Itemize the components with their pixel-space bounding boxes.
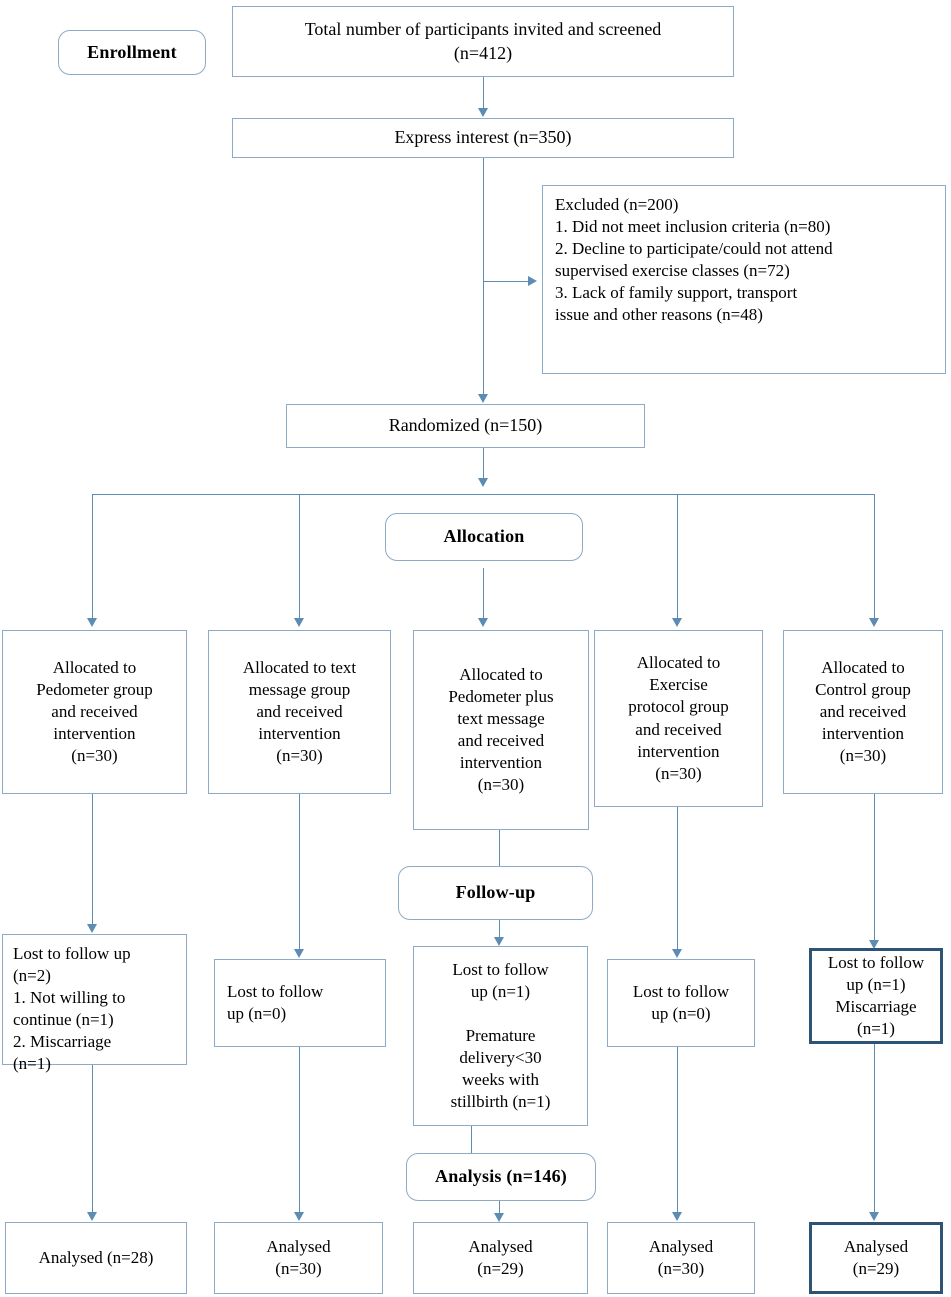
arrowhead-analysed-4 <box>672 1212 682 1221</box>
arrowhead-followup-1 <box>87 924 97 933</box>
box-followup-4: Lost to follow up (n=0) <box>607 959 755 1047</box>
arrowhead-followup-2 <box>294 949 304 958</box>
arrowhead-express-interest <box>478 108 488 117</box>
arrowhead-excluded <box>528 276 537 286</box>
arrowhead-allocation-4 <box>672 618 682 627</box>
box-screened: Total number of participants invited and… <box>232 6 734 77</box>
arrowhead-allocation-3 <box>478 618 488 627</box>
connector-fu1-to-analysed1 <box>92 1065 93 1214</box>
connector-screened-to-express <box>483 77 484 110</box>
arrowhead-analysed-2 <box>294 1212 304 1221</box>
connector-to-excluded <box>483 281 535 282</box>
box-allocation-4: Allocated to Exercise protocol group and… <box>594 630 763 807</box>
connector-drop-4 <box>677 494 678 620</box>
connector-fu3-to-analysis-label <box>471 1126 472 1154</box>
stage-label-allocation: Allocation <box>385 513 583 561</box>
arrowhead-analysed-5 <box>869 1212 879 1221</box>
box-followup-1: Lost to follow up (n=2) 1. Not willing t… <box>2 934 187 1073</box>
arrowhead-followup-3 <box>494 937 504 946</box>
box-analysed-4: Analysed (n=30) <box>607 1222 755 1294</box>
box-analysed-5: Analysed (n=29) <box>809 1222 943 1294</box>
box-allocation-5: Allocated to Control group and received … <box>783 630 943 794</box>
box-followup-3: Lost to follow up (n=1) Premature delive… <box>413 946 588 1126</box>
connector-followup-label-to-fu3 <box>499 920 500 942</box>
box-followup-5: Lost to follow up (n=1) Miscarriage (n=1… <box>809 948 943 1044</box>
arrowhead-followup-5 <box>869 940 879 949</box>
connector-drop-2 <box>299 494 300 620</box>
connector-express-to-randomized <box>483 158 484 396</box>
connector-allocation-bar <box>92 494 875 495</box>
connector-drop-1 <box>92 494 93 620</box>
box-analysed-3: Analysed (n=29) <box>413 1222 588 1294</box>
connector-drop-3 <box>483 568 484 620</box>
arrowhead-analysed-3 <box>494 1213 504 1222</box>
arrowhead-allocation-5 <box>869 618 879 627</box>
connector-randomized-down <box>483 448 484 480</box>
connector-drop-5 <box>874 494 875 620</box>
box-allocation-2: Allocated to text message group and rece… <box>208 630 391 794</box>
box-analysed-1: Analysed (n=28) <box>5 1222 187 1294</box>
box-allocation-1: Allocated to Pedometer group and receive… <box>2 630 187 794</box>
arrowhead-allocation-1 <box>87 618 97 627</box>
arrowhead-randomized <box>478 394 488 403</box>
stage-label-followup: Follow-up <box>398 866 593 920</box>
box-express-interest: Express interest (n=350) <box>232 118 734 158</box>
connector-alloc4-to-fu4 <box>677 807 678 951</box>
connector-analysis-label-to-analysed3 <box>499 1201 500 1219</box>
arrowhead-followup-4 <box>672 949 682 958</box>
connector-alloc1-to-fu1 <box>92 794 93 926</box>
box-analysed-2: Analysed (n=30) <box>214 1222 383 1294</box>
connector-fu5-to-analysed5 <box>874 1044 875 1214</box>
stage-label-enrollment: Enrollment <box>58 30 206 75</box>
connector-alloc3-to-followup-label <box>499 830 500 866</box>
arrowhead-allocation-2 <box>294 618 304 627</box>
connector-alloc5-to-fu5 <box>874 794 875 944</box>
box-allocation-3: Allocated to Pedometer plus text message… <box>413 630 589 830</box>
arrowhead-allocation-split <box>478 478 488 487</box>
box-randomized: Randomized (n=150) <box>286 404 645 448</box>
box-followup-2: Lost to follow up (n=0) <box>214 959 386 1047</box>
stage-label-analysis: Analysis (n=146) <box>406 1153 596 1201</box>
connector-fu2-to-analysed2 <box>299 1047 300 1214</box>
box-excluded: Excluded (n=200) 1. Did not meet inclusi… <box>542 185 946 374</box>
connector-alloc2-to-fu2 <box>299 794 300 951</box>
connector-fu4-to-analysed4 <box>677 1047 678 1214</box>
arrowhead-analysed-1 <box>87 1212 97 1221</box>
